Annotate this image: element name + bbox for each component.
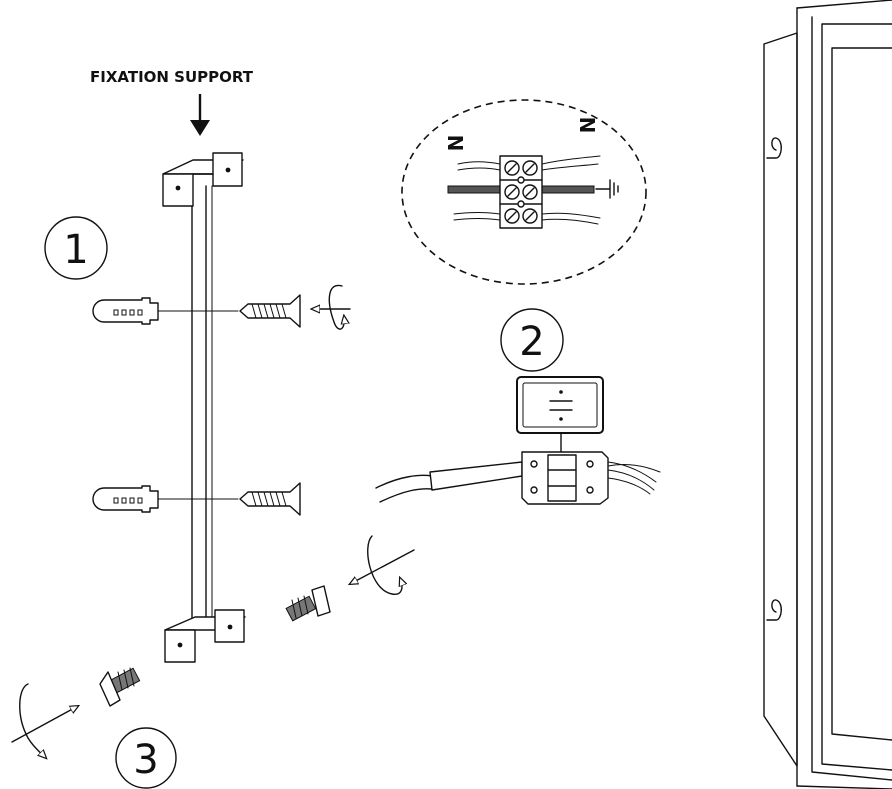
- svg-text:2: 2: [519, 319, 544, 365]
- screw-upper: [239, 294, 301, 328]
- step-2-marker: 2: [500, 308, 564, 372]
- wall-plug-upper: [92, 297, 159, 325]
- neutral-label-right: N: [576, 117, 600, 134]
- svg-text:3: 3: [133, 737, 158, 783]
- screw-lower: [239, 482, 301, 516]
- bolt-icon: [285, 585, 331, 622]
- down-arrow-icon: [190, 94, 210, 136]
- neutral-label-left: N: [444, 135, 468, 152]
- wall-plug-lower: [92, 485, 159, 513]
- fixation-support-rail: [162, 152, 246, 663]
- step-1-marker: 1: [44, 216, 108, 280]
- ground-symbol-icon: [595, 179, 619, 199]
- fixation-support-label: FIXATION SUPPORT: [90, 68, 254, 86]
- wiring-detail: N N: [401, 99, 647, 285]
- rotate-icon: [350, 535, 415, 595]
- svg-text:1: 1: [63, 227, 88, 273]
- bolt-icon: [99, 667, 141, 707]
- step-3-marker: 3: [115, 727, 177, 789]
- rotate-icon: [312, 284, 351, 330]
- junction-box: [375, 376, 661, 505]
- rotate-icon: [11, 683, 78, 758]
- mirror-frame: [763, 0, 892, 789]
